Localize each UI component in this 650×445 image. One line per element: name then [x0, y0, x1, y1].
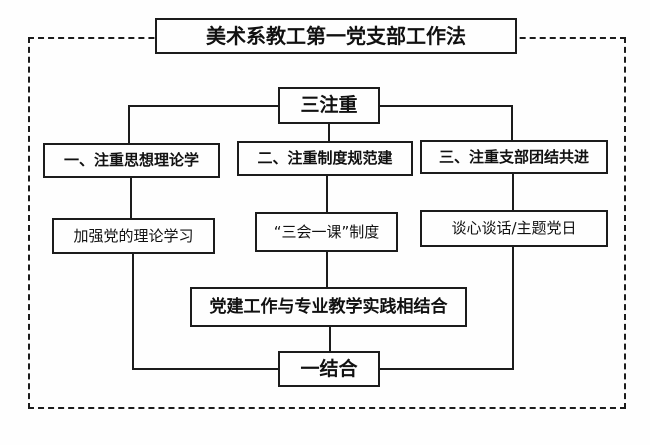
title-text: 美术系教工第一党支部工作法	[206, 24, 466, 48]
column1-heading-text: 一、注重思想理论学	[63, 151, 199, 170]
connector-topleft-horizontal	[128, 105, 278, 107]
connector-bottomright-horizontal	[380, 368, 514, 370]
connector-topright-horizontal	[380, 105, 513, 107]
column2-detail-box: “三会一课”制度	[255, 212, 398, 252]
connector-right-drop-2	[512, 174, 514, 210]
connector-middle-drop-3	[326, 252, 328, 287]
top-node-box: 三注重	[278, 87, 380, 124]
column2-heading-text: 二、注重制度规范建	[257, 149, 393, 168]
title-box: 美术系教工第一党支部工作法	[155, 18, 517, 54]
bottom-node-box: 一结合	[278, 351, 380, 387]
column1-detail-box: 加强党的理论学习	[52, 218, 215, 254]
column3-detail-box: 谈心谈话/主题党日	[420, 210, 608, 247]
column1-heading-box: 一、注重思想理论学	[43, 143, 220, 178]
connector-integration-drop	[329, 327, 331, 351]
connector-left-drop-2	[130, 178, 132, 218]
column3-detail-text: 谈心谈话/主题党日	[451, 219, 577, 238]
column2-heading-box: 二、注重制度规范建	[237, 141, 413, 176]
connector-middle-drop-1	[328, 124, 330, 141]
column2-detail-text: “三会一课”制度	[273, 222, 380, 241]
connector-middle-drop-2	[326, 176, 328, 212]
top-node-text: 三注重	[300, 94, 358, 117]
connector-right-drop-1	[511, 105, 513, 140]
connector-left-drop-3	[132, 254, 134, 370]
connector-bottomleft-horizontal	[132, 368, 278, 370]
column3-heading-text: 三、注重支部团结共进	[438, 147, 589, 166]
connector-left-drop-1	[128, 105, 130, 143]
bottom-node-text: 一结合	[300, 357, 358, 380]
column3-heading-box: 三、注重支部团结共进	[420, 140, 608, 174]
column1-detail-text: 加强党的理论学习	[73, 226, 194, 245]
connector-right-drop-3	[512, 247, 514, 370]
integration-text: 党建工作与专业教学实践相结合	[209, 296, 448, 317]
integration-box: 党建工作与专业教学实践相结合	[190, 287, 467, 327]
